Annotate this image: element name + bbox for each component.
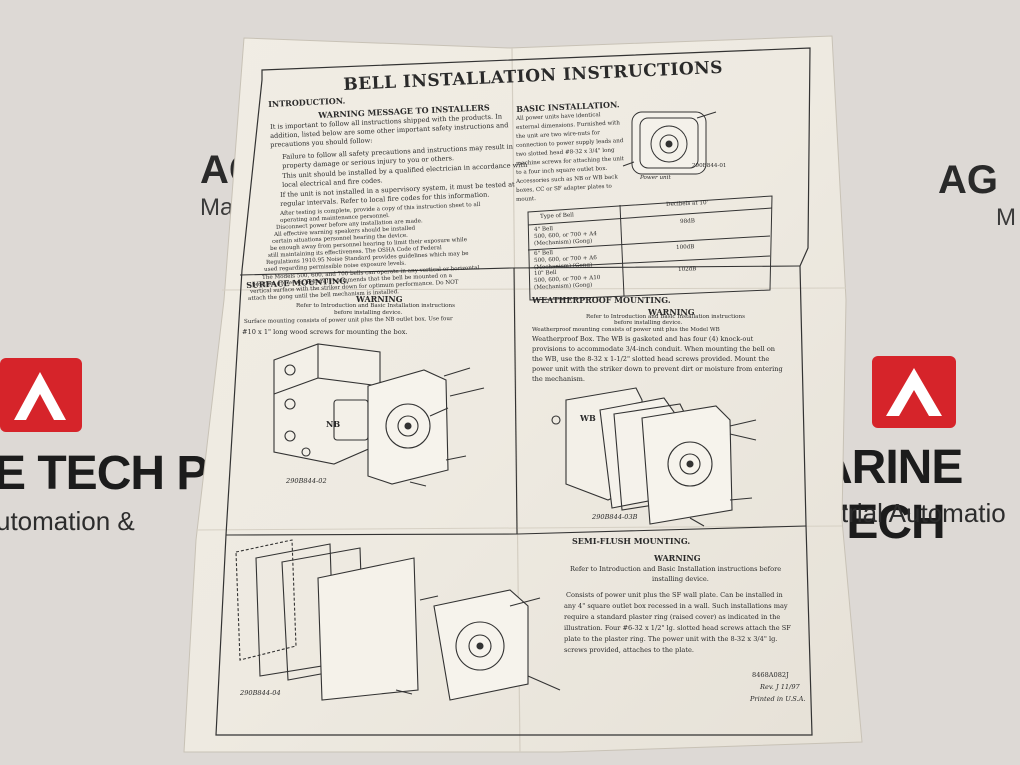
- weather-figure-code: 290B844-03B: [592, 513, 638, 521]
- banner-left-tagline: utomation &: [0, 506, 135, 536]
- surface-warning: WARNING: [356, 294, 403, 304]
- table-row-3-type: (Mechanism) (Gong): [533, 282, 593, 291]
- doc-number: 8468A082J: [752, 671, 789, 679]
- semi-note: Refer to Introduction and Basic Installa…: [570, 565, 782, 573]
- banner-left-small: Ma: [200, 194, 234, 221]
- semi-body: screws provided, attaches to the plate.: [564, 646, 694, 654]
- surface-body: Surface mounting consists of power unit …: [243, 316, 453, 325]
- logo-icon: [14, 372, 66, 420]
- weather-body: the WB, use the 8-32 x 1-1/2" slotted he…: [532, 355, 770, 363]
- fold-line: [195, 525, 843, 531]
- divider: [239, 265, 801, 276]
- revision: Rev. J 11/97: [760, 683, 800, 691]
- printed-in: Printed in U.S.A.: [750, 695, 806, 703]
- banner-logo-right: [872, 356, 956, 428]
- surface-figure-code: 290B844-02: [286, 477, 327, 485]
- basic-figure-label: Power unit: [640, 175, 671, 181]
- surface-note: Refer to Introduction and Basic Installa…: [296, 303, 456, 309]
- banner-left-company: E TECH PV: [0, 447, 239, 500]
- table-header-type: Type of Bell: [539, 212, 574, 220]
- semi-flush-mount-illustration: [235, 539, 561, 701]
- surface-note: before installing device.: [334, 310, 403, 316]
- weather-body: the mechanism.: [532, 375, 586, 383]
- weather-note: before installing device.: [614, 320, 683, 326]
- basic-line: external dimensions. Furnished with: [515, 120, 621, 131]
- table-row-1-type: (Mechanism) (Gong): [533, 238, 593, 247]
- content-frame: [215, 47, 813, 736]
- table-row-3-db: 102dB: [677, 266, 697, 273]
- logo-icon: [886, 368, 942, 416]
- semi-heading: SEMI-FLUSH MOUNTING.: [572, 536, 691, 546]
- banner-right-tagline: strial Automatio: [828, 498, 1006, 528]
- wb-box-label: WB: [580, 413, 596, 423]
- divider: [513, 267, 518, 535]
- weather-heading: WEATHERPROOF MOUNTING.: [532, 295, 671, 305]
- banner-right-big: AG: [938, 158, 998, 202]
- power-unit-illustration: [622, 111, 717, 175]
- divider: [225, 525, 807, 536]
- semi-warning: WARNING: [654, 553, 701, 563]
- weather-body: Weatherproof mounting consists of power …: [532, 327, 720, 333]
- basic-line: boxes, CC or SF adapter plates to: [515, 183, 612, 194]
- semi-body: any 4" square outlet box recessed in a w…: [564, 602, 788, 610]
- surface-mount-illustration: [273, 343, 485, 487]
- fold-line: [221, 287, 847, 291]
- weather-body: provisions to accommodate 3/4-inch condu…: [532, 345, 776, 353]
- basic-heading: BASIC INSTALLATION.: [515, 99, 620, 114]
- table-row-2-db: 100dB: [675, 244, 695, 251]
- semi-note: installing device.: [652, 575, 709, 583]
- weatherproof-mount-illustration: [551, 387, 757, 527]
- banner-logo-left: [0, 358, 82, 432]
- weather-body: Weatherproof Box. The WB is gasketed and…: [532, 335, 754, 343]
- weather-body: power unit with the striker down to prev…: [532, 365, 783, 373]
- semi-body: Consists of power unit plus the SF wall …: [566, 591, 783, 599]
- page-title: BELL INSTALLATION INSTRUCTIONS: [342, 57, 724, 95]
- basic-line: mount.: [515, 196, 537, 203]
- semi-figure-code: 290B844-04: [240, 689, 281, 697]
- table-header-db: Decibels at 10': [665, 200, 709, 208]
- weather-warning: WARNING: [648, 307, 695, 317]
- decibel-table-frame: [527, 195, 773, 301]
- basic-figure-code: 290B844-01: [692, 163, 727, 169]
- nb-box-label: NB: [326, 419, 341, 429]
- weather-note: Refer to Introduction and Basic Installa…: [586, 314, 746, 320]
- semi-body: plate to the plaster ring. The power uni…: [564, 635, 778, 643]
- basic-line: machine screws for attaching the unit: [515, 156, 625, 167]
- semi-body: illustration. Four #6-32 x 1/2" lg. slot…: [564, 624, 791, 632]
- banner-right-small: M: [996, 204, 1016, 231]
- surface-body: #10 x 1" long wood screws for mounting t…: [242, 328, 408, 336]
- table-row-1-db: 98dB: [679, 218, 696, 225]
- semi-body: require a standard plaster ring (raised …: [564, 613, 781, 621]
- intro-heading: INTRODUCTION.: [267, 95, 346, 109]
